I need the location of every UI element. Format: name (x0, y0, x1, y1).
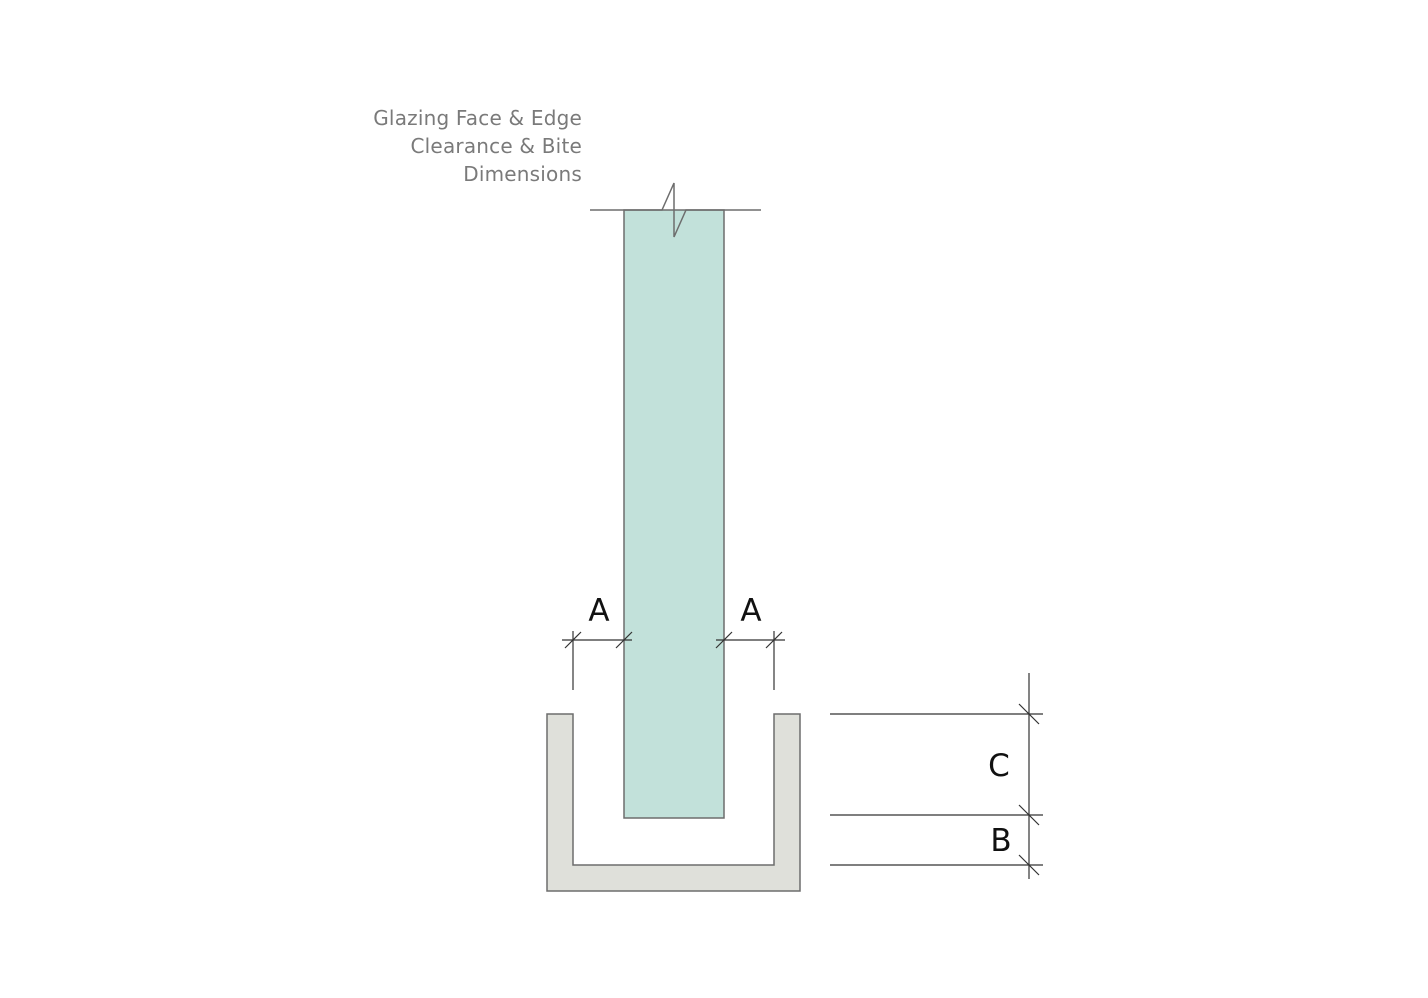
title-line-1: Glazing Face & Edge (373, 106, 582, 130)
diagram-title: Glazing Face & Edge Clearance & Bite Dim… (300, 104, 582, 188)
break-line (590, 182, 761, 238)
dimension-a-left (562, 631, 633, 690)
title-line-3: Dimensions (463, 162, 582, 186)
label-a-right: A (740, 593, 761, 629)
dimension-c-b (830, 673, 1043, 879)
title-line-2: Clearance & Bite (410, 134, 582, 158)
label-c: C (988, 748, 1010, 784)
label-b: B (990, 823, 1011, 859)
glass-pane (623, 209, 725, 819)
label-a-left: A (588, 593, 609, 629)
dimension-a-right (715, 631, 785, 690)
glazing-channel (546, 713, 801, 892)
